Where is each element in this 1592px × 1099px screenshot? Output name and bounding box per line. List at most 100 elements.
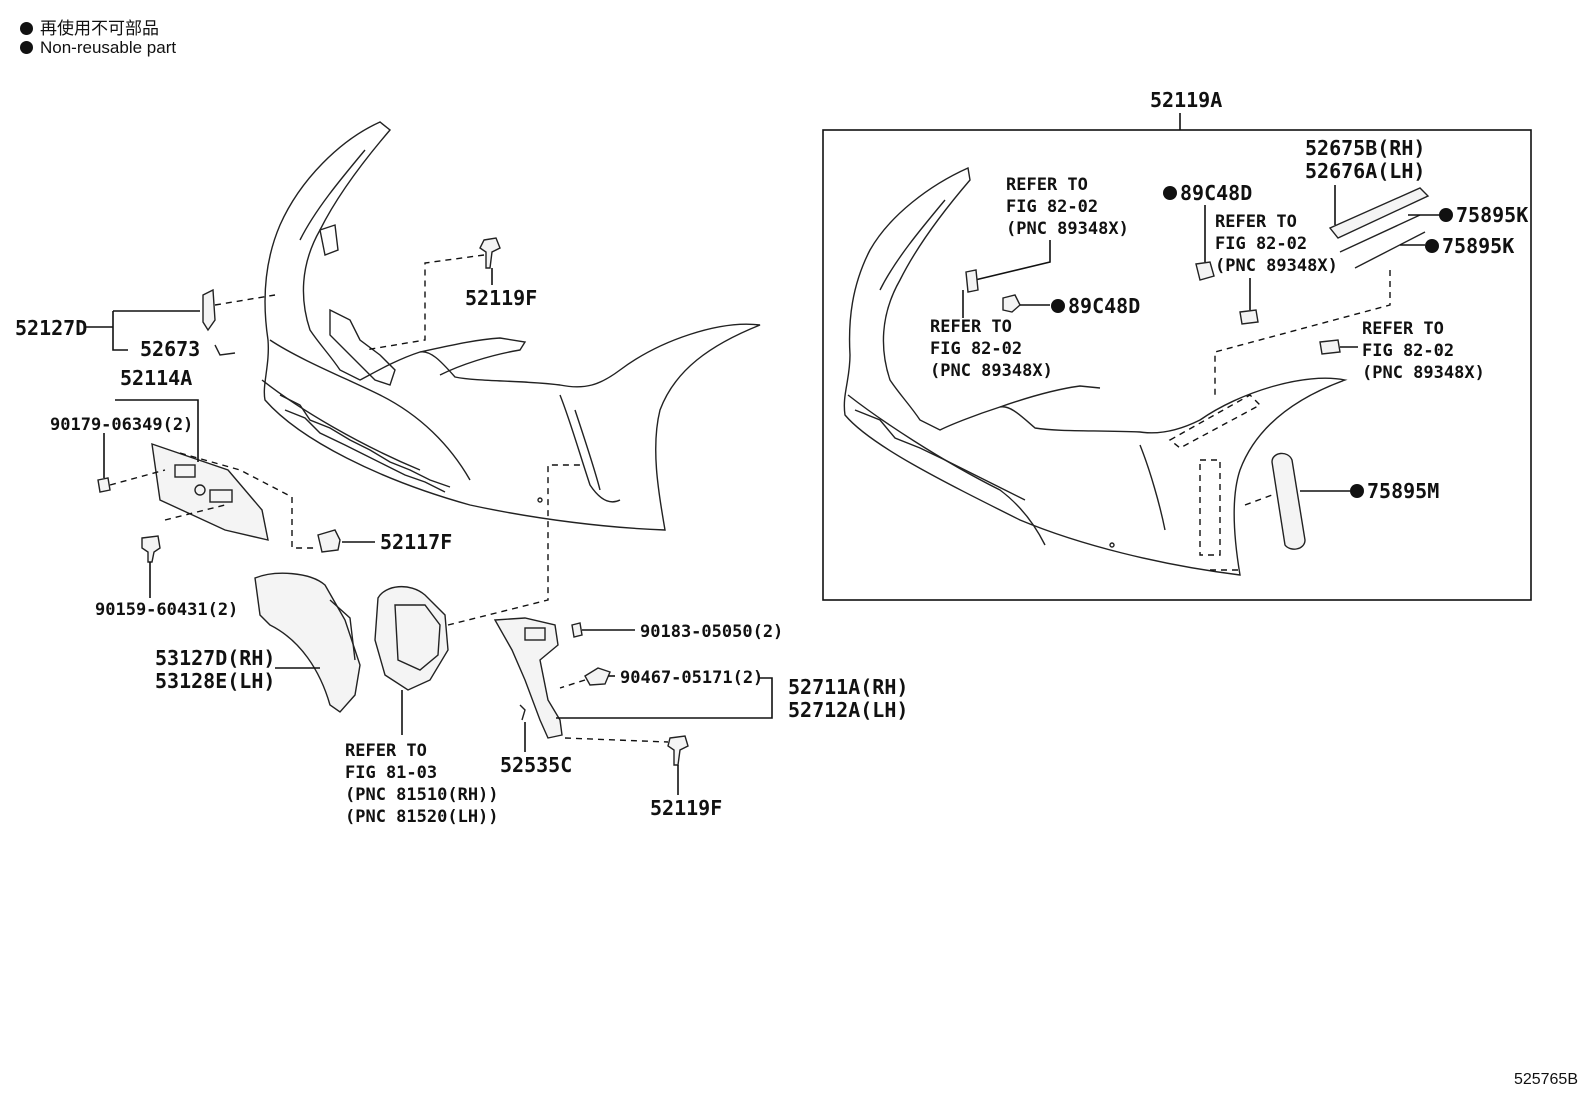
label-52676A: 52676A(LH) xyxy=(1305,159,1425,183)
side-bracket-shape xyxy=(493,617,563,739)
dash-75895M xyxy=(1244,494,1273,506)
label-52712A: 52712A(LH) xyxy=(788,698,908,722)
label-75895K-a: 75895K xyxy=(1456,203,1528,227)
fog-lamp-inner xyxy=(394,604,441,671)
screw-90159-shape xyxy=(141,535,161,563)
duct-rib xyxy=(329,599,356,661)
non-reusable-89C48D-a-icon xyxy=(1163,186,1177,200)
label-52675B: 52675B(RH) xyxy=(1305,136,1425,160)
sensor-D-shape xyxy=(1319,339,1341,355)
label-52535C: 52535C xyxy=(500,753,572,777)
non-reusable-dot-icon xyxy=(20,22,33,35)
referC-line2: FIG 82-02 xyxy=(1215,234,1307,254)
part-52117F-group: 52117F xyxy=(317,529,452,554)
referA-line1: REFER TO xyxy=(1006,175,1088,195)
non-reusable-75895M-icon xyxy=(1350,484,1364,498)
label-52119F-top: 52119F xyxy=(465,286,537,310)
referA-line3: (PNC 89348X) xyxy=(1006,219,1129,239)
bumper-cover-illustration xyxy=(261,121,761,531)
clip-52673-shape xyxy=(214,344,236,356)
referC-line1: REFER TO xyxy=(1215,212,1297,232)
dash-52127D xyxy=(214,294,276,306)
leader-52114A xyxy=(115,399,199,462)
bracket-slot-right xyxy=(209,489,233,503)
part-52114A-group: 52114A 90179-06349(2) xyxy=(50,366,315,549)
part-52711A-group: 90183-05050(2) 90467-05171(2) 52711A(RH)… xyxy=(493,617,908,777)
legend-jp: 再使用不可部品 xyxy=(20,14,159,39)
legend-en: Non-reusable part xyxy=(20,38,176,58)
bracket-slot-left xyxy=(174,464,196,478)
label-90159: 90159-60431(2) xyxy=(95,600,238,620)
bolt-52119F-top-shape xyxy=(479,237,501,269)
part-52127D-group: 52127D 52673 xyxy=(15,288,276,361)
leader-referA xyxy=(974,240,1051,281)
label-89C48D-b: 89C48D xyxy=(1068,294,1140,318)
document-id: 525765B xyxy=(1513,1071,1578,1088)
non-reusable-dot-icon xyxy=(20,41,33,54)
clip-90467-shape xyxy=(584,667,611,686)
label-52711A: 52711A(RH) xyxy=(788,675,908,699)
dash-90179 xyxy=(109,469,166,486)
bracket-52127D-shape xyxy=(202,288,216,332)
duct-53127D-shape xyxy=(254,572,361,713)
part-52119F-bottom-group: 52119F xyxy=(564,735,722,820)
non-reusable-89C48D-b-icon xyxy=(1051,299,1065,313)
bracket-window xyxy=(524,627,546,641)
assembly-grille-ribs xyxy=(854,409,1026,501)
assembly-side-line xyxy=(1139,444,1166,531)
part-90159-group: 90159-60431(2) xyxy=(95,535,238,620)
dash-fog-lamp xyxy=(447,464,580,626)
referA-line2: FIG 82-02 xyxy=(1006,197,1098,217)
label-52673: 52673 xyxy=(140,337,200,361)
assembly-edge xyxy=(879,199,946,291)
referB-line2: FIG 82-02 xyxy=(930,339,1022,359)
moulding-52675B-shape xyxy=(1328,187,1430,239)
label-75895K-b: 75895K xyxy=(1442,234,1514,258)
strip-75895K-a-shape xyxy=(1339,214,1421,253)
leader-52127D-bracket xyxy=(112,311,128,351)
non-reusable-75895K-b-icon xyxy=(1425,239,1439,253)
fog-lamp-group: REFER TO FIG 81-03 (PNC 81510(RH)) (PNC … xyxy=(345,464,580,827)
assembly-top-marker-dash xyxy=(1168,394,1262,449)
label-89C48D-a: 89C48D xyxy=(1180,181,1252,205)
refer81-line2: FIG 81-03 xyxy=(345,763,437,783)
sensor-A-shape xyxy=(965,269,979,293)
sensor-89C48D-a-shape xyxy=(1195,261,1215,281)
assembly-bumper-shape xyxy=(843,166,1348,576)
strip-75895M-shape xyxy=(1271,452,1306,550)
dash-52119F-top xyxy=(364,254,485,351)
label-90183: 90183-05050(2) xyxy=(640,622,783,642)
clip-52535C-shape xyxy=(519,704,526,721)
label-52114A: 52114A xyxy=(120,366,192,390)
clip-90179-shape xyxy=(97,477,111,493)
referD-line2: FIG 82-02 xyxy=(1362,341,1454,361)
dash-52114A-52117F xyxy=(179,452,315,549)
referB-line1: REFER TO xyxy=(930,317,1012,337)
non-reusable-75895K-a-icon xyxy=(1439,208,1453,222)
refer81-line4: (PNC 81520(LH)) xyxy=(345,807,499,827)
assembly-lip xyxy=(999,385,1101,408)
label-75895M: 75895M xyxy=(1367,479,1439,503)
dash-52119F-bottom xyxy=(564,737,669,743)
label-52127D: 52127D xyxy=(15,316,87,340)
fog-lamp-housing-shape xyxy=(374,586,449,691)
dash-90467 xyxy=(559,679,586,689)
label-53128E: 53128E(LH) xyxy=(155,669,275,693)
refer81-line3: (PNC 81510(RH)) xyxy=(345,785,499,805)
refer81-line1: REFER TO xyxy=(345,741,427,761)
label-52119F-bottom: 52119F xyxy=(650,796,722,820)
referB-line3: (PNC 89348X) xyxy=(930,361,1053,381)
label-53127D: 53127D(RH) xyxy=(155,646,275,670)
label-90179: 90179-06349(2) xyxy=(50,415,193,435)
part-53127D-group: 53127D(RH) 53128E(LH) xyxy=(155,572,361,713)
sensor-C-shape xyxy=(1239,309,1259,325)
leader-52711A-bracket xyxy=(556,677,773,719)
assembly-side-marker-dash xyxy=(1199,459,1221,556)
label-52119A: 52119A xyxy=(1150,88,1222,112)
sensor-89C48D-b-shape xyxy=(1002,294,1021,313)
clip-90183-shape xyxy=(571,622,583,638)
assembly-box xyxy=(822,129,1532,601)
label-90467: 90467-05171(2) xyxy=(620,668,763,688)
assembly-grille-line xyxy=(847,394,1046,546)
